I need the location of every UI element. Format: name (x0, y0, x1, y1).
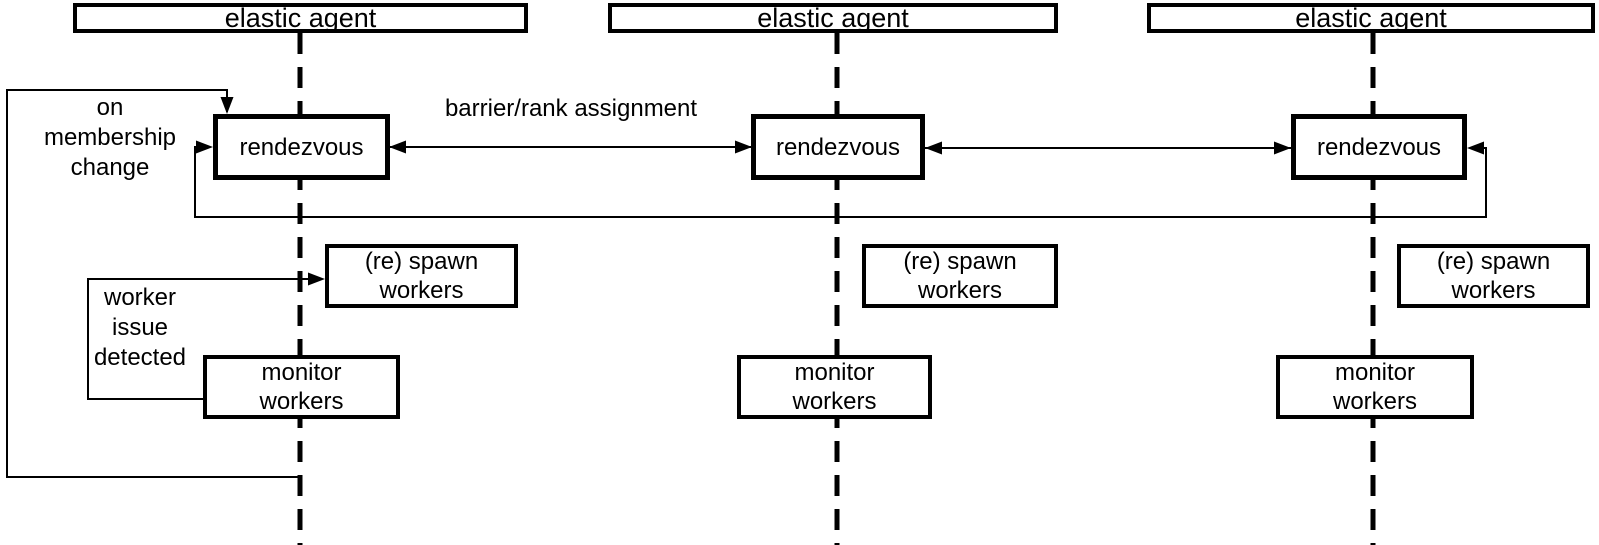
elastic-agent-title-1: elastic agent (224, 3, 377, 33)
membership-label-line1: on (96, 94, 124, 121)
elastic-agent-title-3: elastic agent (1295, 3, 1447, 33)
rendezvous-return-loop (194, 146, 1487, 218)
arrowhead-return-into-rendezvous-1 (196, 140, 213, 154)
monitor-label-line2-1: workers (259, 388, 344, 415)
arrowhead-into-rendezvous-1-top (220, 97, 234, 114)
elastic-agent-header-2: elastic agent (608, 3, 1058, 33)
spawn-workers-box-1: (re) spawn workers (325, 244, 518, 308)
rendezvous-box-1: rendezvous (213, 114, 390, 180)
rendezvous-label-3: rendezvous (1316, 133, 1442, 161)
monitor-workers-box-3: monitor workers (1276, 355, 1474, 419)
spawn-label-line1-2: (re) spawn (903, 248, 1017, 275)
spawn-label-line2-2: workers (917, 277, 1002, 304)
spawn-label-line2-3: workers (1451, 277, 1536, 304)
worker-issue-loop (87, 278, 310, 400)
monitor-label-line1-3: monitor (1334, 359, 1416, 386)
membership-label-line3: change (70, 154, 150, 181)
arrowhead-into-rendezvous-1-right (389, 140, 406, 154)
rendezvous-box-3: rendezvous (1291, 114, 1467, 180)
worker-issue-label-line3: detected (93, 344, 187, 371)
barrier-rank-assignment-label: barrier/rank assignment (444, 95, 698, 122)
worker-issue-label-line2: issue (111, 314, 169, 341)
arrowhead-into-spawn-1-left (308, 272, 325, 286)
rendezvous-label-1: rendezvous (239, 133, 364, 161)
spawn-label-line1-1: (re) spawn (364, 248, 479, 275)
monitor-workers-box-1: monitor workers (203, 355, 400, 419)
worker-issue-detected-label: worker issue detected (55, 283, 225, 373)
monitor-label-line2-2: workers (792, 388, 877, 415)
arrowhead-into-rendezvous-2-left (735, 140, 752, 154)
spawn-workers-box-3: (re) spawn workers (1397, 244, 1590, 308)
rendezvous-label-2: rendezvous (775, 133, 901, 161)
elastic-agent-header-1: elastic agent (73, 3, 528, 33)
worker-issue-label-line1: worker (103, 284, 176, 311)
monitor-label-line1-2: monitor (794, 359, 875, 386)
on-membership-change-label: on membership change (25, 93, 195, 183)
monitor-label-line1-1: monitor (261, 359, 342, 386)
arrowhead-into-rendezvous-3-left (1274, 141, 1291, 155)
arrowhead-into-rendezvous-2-right (925, 141, 942, 155)
elastic-agent-title-2: elastic agent (757, 3, 909, 33)
elastic-agent-header-3: elastic agent (1147, 3, 1595, 33)
rendezvous-box-2: rendezvous (751, 114, 925, 180)
monitor-workers-box-2: monitor workers (737, 355, 932, 419)
membership-label-line2: membership (43, 124, 177, 151)
spawn-workers-box-2: (re) spawn workers (862, 244, 1058, 308)
monitor-label-line2-3: workers (1332, 388, 1417, 415)
arrowhead-return-into-rendezvous-3 (1467, 141, 1484, 155)
spawn-label-line2-1: workers (379, 277, 464, 304)
spawn-label-line1-3: (re) spawn (1436, 248, 1551, 275)
